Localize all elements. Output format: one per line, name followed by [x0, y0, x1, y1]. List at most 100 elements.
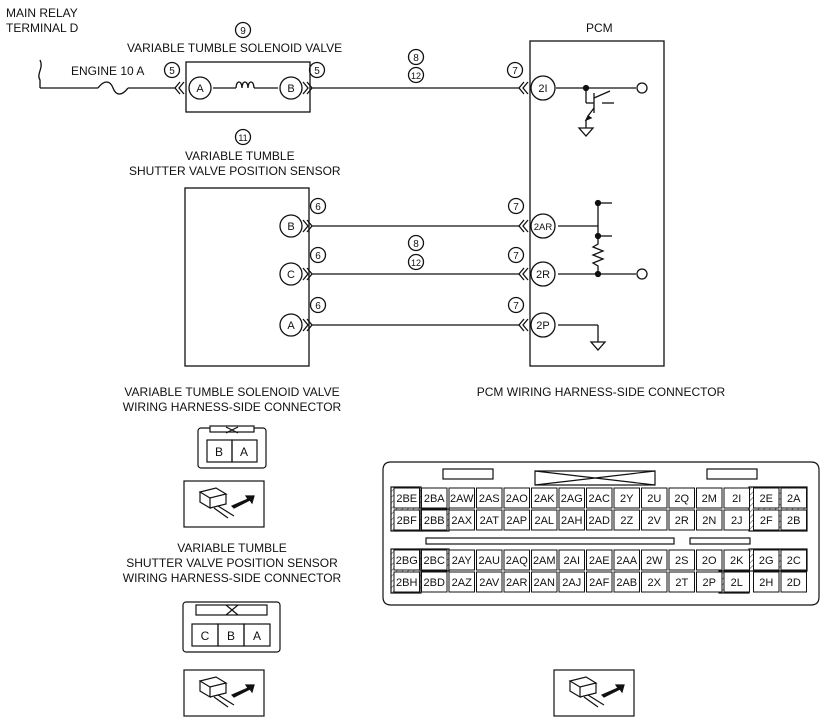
pcm-pin-cell [696, 509, 723, 531]
pcm-pin-label: 2AO [506, 493, 528, 505]
valve-connector-pin-b: B [215, 445, 223, 459]
pcm-pin-label: 2BG [396, 555, 418, 567]
pcm-pin-label: 2AC [589, 493, 610, 505]
pcm-pin-label: 2AP [506, 515, 527, 527]
harness-view-icon-valve [183, 480, 265, 528]
pcm-pin-cell [753, 571, 780, 593]
sensor-connector-face [182, 601, 281, 653]
sensor-terminal-c: C [287, 269, 295, 281]
pcm-pin-cell [586, 549, 613, 571]
pcm-pin-cell [780, 487, 807, 509]
solenoid-valve-box [185, 61, 311, 113]
circled-12-top: 12 [411, 71, 421, 81]
pcm-pin-cell [696, 571, 723, 593]
circled-7-2ar: 7 [513, 202, 519, 213]
valve-connector-pin-a: A [240, 445, 248, 459]
pcm-pin-label: 2AQ [506, 555, 528, 567]
harness-view-icon-sensor [183, 669, 265, 717]
pcm-pin-cell [393, 571, 420, 593]
circled-11: 11 [238, 133, 247, 143]
pcm-label: PCM [586, 21, 613, 35]
engine-fuse-label: ENGINE 10 A [71, 64, 144, 78]
pcm-pin-cell [723, 487, 750, 509]
pcm-pin-cell [476, 549, 503, 571]
pcm-pin-label: 2C [787, 555, 801, 567]
pull-up-resistor [591, 236, 605, 274]
sensor-label-line2: SHUTTER VALVE POSITION SENSOR [129, 164, 341, 178]
pcm-pin-cell [753, 487, 780, 509]
circled-6-a: 6 [315, 301, 321, 312]
sensor-connector-title-3: WIRING HARNESS-SIDE CONNECTOR [123, 571, 342, 585]
pcm-pin-cell [531, 571, 558, 593]
pcm-pin-label: 2N [702, 515, 716, 527]
circled-12-mid: 12 [411, 258, 421, 268]
pcm-pin-label: 2O [702, 555, 717, 567]
pcm-pin-cell [531, 487, 558, 509]
pcm-pin-label: 2BC [424, 555, 445, 567]
pcm-pin-label: 2AH [561, 515, 582, 527]
pcm-pin-label: 2S [675, 555, 688, 567]
pcm-pin-cell [641, 549, 668, 571]
pcm-pin-label: 2X [648, 577, 662, 589]
circled-6-b: 6 [315, 202, 321, 213]
pcm-pin-label: 2W [646, 555, 663, 567]
pcm-terminal-2ar: 2AR [534, 222, 553, 233]
pcm-pin-cell [613, 487, 640, 509]
pcm-pin-label: 2AD [589, 515, 610, 527]
sensor-label-line1: VARIABLE TUMBLE [185, 149, 295, 163]
pcm-pin-cell [393, 487, 420, 509]
pcm-box [529, 40, 665, 367]
pcm-pin-cell [503, 487, 530, 509]
pcm-pin-label: 2AF [589, 577, 609, 589]
pcm-pin-label: 2M [702, 493, 717, 505]
pcm-pin-label: 2J [731, 515, 743, 527]
pcm-pin-cell [668, 571, 695, 593]
pcm-terminal-2i: 2I [538, 83, 547, 95]
pcm-pin-label: 2AX [451, 515, 472, 527]
pcm-pin-cell [393, 549, 420, 571]
pcm-2r-output-terminal [636, 268, 648, 280]
pcm-pin-label: 2T [675, 577, 688, 589]
pcm-pin-cell [641, 571, 668, 593]
pcm-pin-label: 2BE [396, 493, 417, 505]
pcm-pin-cell [503, 549, 530, 571]
pcm-pin-cell [476, 571, 503, 593]
pcm-pin-cell [558, 509, 585, 531]
sensor-connector-title-1: VARIABLE TUMBLE [177, 541, 287, 555]
pcm-terminal-2p: 2P [536, 320, 549, 332]
valve-connector-title-2: WIRING HARNESS-SIDE CONNECTOR [123, 400, 342, 414]
pcm-pin-cell [668, 509, 695, 531]
sensor-connector-pin-c: C [201, 629, 210, 643]
valve-connector-face [197, 425, 267, 469]
pcm-pin-label: 2AN [534, 577, 555, 589]
pcm-pin-cell [558, 487, 585, 509]
pcm-pin-label: 2AY [452, 555, 473, 567]
pcm-pin-label: 2P [703, 577, 716, 589]
pcm-pin-cell [421, 571, 448, 593]
pcm-pin-label: 2R [675, 515, 689, 527]
terminal-d-label: TERMINAL D [6, 21, 79, 35]
pcm-pin-cell [696, 549, 723, 571]
pcm-pin-cell [448, 509, 475, 531]
tumble-valve-label: VARIABLE TUMBLE SOLENOID VALVE [127, 41, 342, 55]
fuse-symbol [97, 81, 129, 95]
pcm-pin-cell [531, 509, 558, 531]
pcm-pin-label: 2AB [616, 577, 637, 589]
pcm-pin-cell [723, 509, 750, 531]
pcm-pin-cell [476, 487, 503, 509]
pcm-pin-label: 2AA [616, 555, 637, 567]
pcm-pin-cell [723, 571, 750, 593]
pcm-pin-label: 2AU [479, 555, 500, 567]
sensor-connector-pin-b: B [227, 629, 235, 643]
pcm-pin-cell [421, 549, 448, 571]
pcm-pin-cell [613, 571, 640, 593]
pcm-pin-label: 2A [787, 493, 801, 505]
pcm-pin-label: 2AT [480, 515, 500, 527]
valve-connector-title-1: VARIABLE TUMBLE SOLENOID VALVE [124, 385, 339, 399]
pcm-pin-cell [558, 549, 585, 571]
pcm-pin-label: 2AE [589, 555, 610, 567]
pcm-pin-label: 2AR [506, 577, 527, 589]
ground-symbol-transistor [577, 127, 595, 137]
pcm-pin-cell [668, 549, 695, 571]
